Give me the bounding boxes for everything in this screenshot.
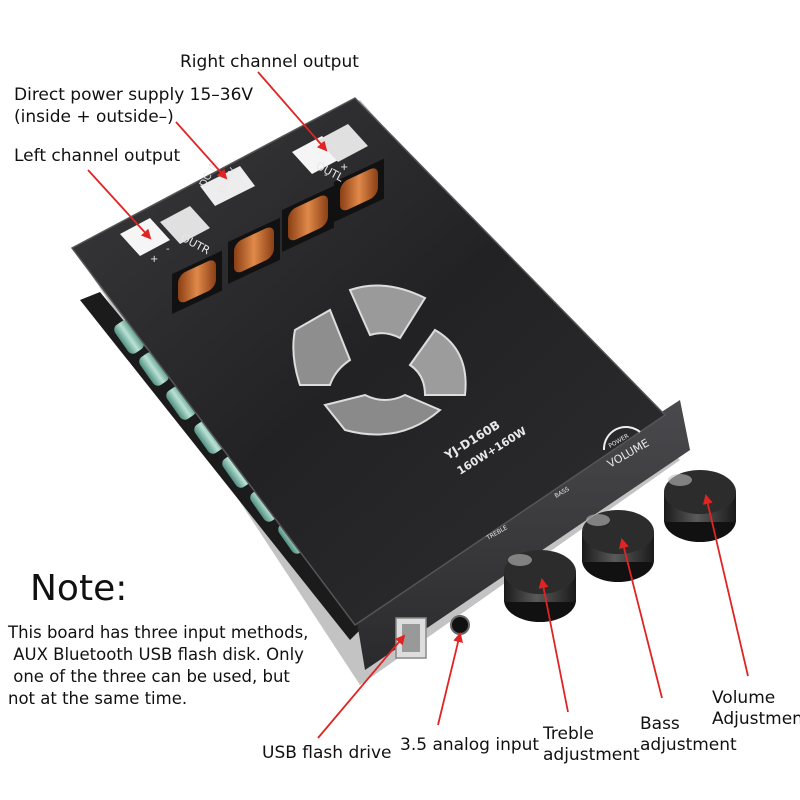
inductor-coils	[172, 158, 384, 314]
aux-jack	[450, 615, 470, 635]
ports	[395, 615, 470, 659]
bass-knob	[582, 510, 654, 582]
board-body	[70, 97, 690, 685]
arrow-treble	[538, 578, 569, 713]
volume-knob	[664, 470, 736, 542]
arrow-bass	[619, 538, 663, 699]
top-plate	[70, 97, 667, 627]
arrow-right-out	[257, 71, 328, 152]
note-body: This board has three input methods, AUX …	[8, 623, 309, 708]
callout-arrows	[87, 71, 749, 739]
analog-input-label: 3.5 analog input	[400, 735, 540, 755]
board-plus-left: +	[150, 254, 158, 265]
fan-vents	[292, 284, 467, 436]
board-minus-left: -	[166, 244, 170, 255]
power-supply-label-line1: Direct power supply 15–36V	[14, 85, 254, 105]
arrow-power	[175, 121, 228, 180]
arrow-volume	[702, 494, 749, 677]
left-channel-output-label: Left channel output	[14, 146, 181, 166]
board-minus-right: -	[324, 170, 328, 181]
front-panel	[355, 400, 690, 670]
bass-adjustment-label: Bass adjustment	[640, 714, 737, 755]
speaker-terminals	[120, 124, 368, 256]
right-channel-output-label: Right channel output	[180, 52, 359, 72]
treble-knob	[504, 550, 576, 622]
volume-adjustment-label: Volume Adjustment	[712, 688, 800, 729]
arrow-left-out	[87, 169, 152, 240]
note-title: Note:	[30, 568, 128, 609]
board-plus-right: +	[340, 162, 348, 173]
treble-adjustment-label: Treble adjustment	[543, 724, 640, 765]
usb-flash-drive-label: USB flash drive	[262, 743, 392, 763]
arrow-analog	[437, 632, 463, 726]
board-usb-label: USB	[398, 595, 414, 604]
power-supply-label-line2: (inside + outside–)	[14, 107, 174, 127]
arrow-usb	[317, 634, 406, 739]
